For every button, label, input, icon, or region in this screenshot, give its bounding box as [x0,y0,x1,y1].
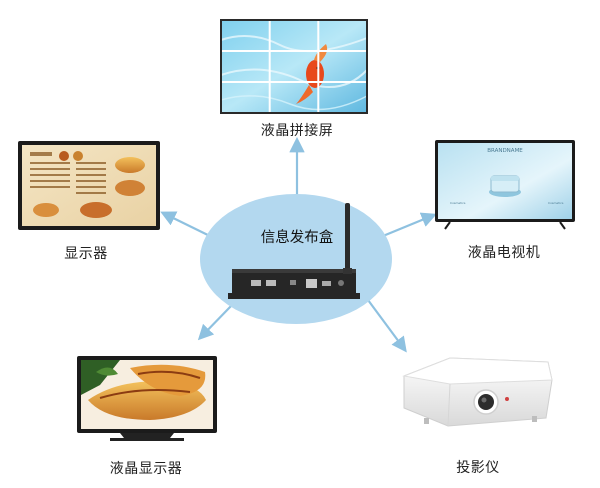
lcd-tv-label: 液晶电视机 [467,245,541,261]
arrow-to-projector [367,299,407,353]
display-label: 显示器 [64,246,108,262]
video-wall-label: 液晶拼接屏 [260,123,334,139]
hub-label: 信息发布盒 [260,230,334,246]
lcd-monitor-image [77,356,217,441]
lcd-tv-image: BRANDNAME Cosmetics Cosmetics [435,140,575,230]
arrow-to-lcd-monitor [197,304,233,341]
arrow-to-lcd-tv [377,212,437,240]
projector-image [402,357,553,427]
lcd-monitor-label: 液晶显示器 [109,461,183,477]
tv-caption-right: Cosmetics [548,201,564,205]
hub-ellipse [200,194,392,324]
tv-caption-left: Cosmetics [450,201,466,205]
antenna [345,203,350,273]
video-wall-image [220,19,368,114]
display-image [18,141,160,230]
tv-brandname: BRANDNAME [487,148,523,154]
projector-label: 投影仪 [456,460,500,476]
media-player-box [228,203,360,299]
